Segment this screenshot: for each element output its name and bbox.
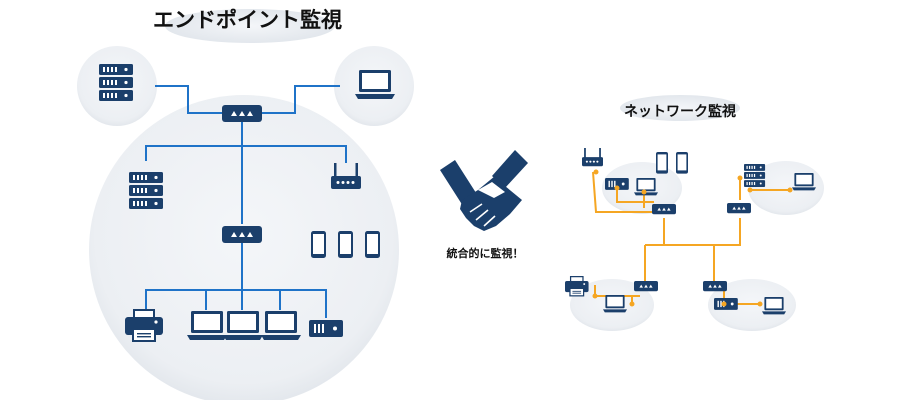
switch-icon bbox=[727, 203, 751, 214]
network-title-bubble bbox=[620, 95, 740, 121]
switch-icon bbox=[703, 281, 727, 292]
smartphone-icon bbox=[311, 231, 326, 258]
nas-icon bbox=[309, 320, 343, 337]
server-icon bbox=[99, 64, 133, 101]
laptop-icon bbox=[762, 297, 786, 315]
smartphone-icon bbox=[365, 231, 380, 258]
laptop-icon bbox=[223, 311, 263, 340]
smartphone-icon bbox=[676, 152, 688, 174]
server-icon bbox=[744, 164, 766, 187]
laptop-icon bbox=[261, 311, 301, 340]
smartphone-icon bbox=[656, 152, 668, 174]
switch-icon bbox=[652, 204, 676, 215]
endpoint-monitoring-title: エンドポイント監視 bbox=[153, 8, 342, 32]
network-section bbox=[565, 95, 824, 331]
smartphone-icon bbox=[338, 231, 353, 258]
network-node-dots bbox=[592, 169, 793, 307]
switch-icon bbox=[634, 281, 658, 292]
laptop-icon bbox=[792, 173, 816, 191]
endpoint-title-bubble bbox=[165, 9, 335, 43]
laptop-icon bbox=[603, 295, 627, 313]
server-icon bbox=[129, 172, 163, 209]
network-connection-lines bbox=[592, 171, 790, 305]
laptop-icon bbox=[187, 311, 227, 340]
endpoint-connection-lines bbox=[145, 85, 347, 318]
laptop-icon bbox=[355, 70, 395, 99]
router-icon bbox=[582, 148, 603, 167]
middle-switch-icon bbox=[222, 226, 262, 243]
endpoint-section bbox=[77, 9, 414, 400]
network-monitoring-title: ネットワーク監視 bbox=[624, 104, 736, 120]
top-switch-icon bbox=[222, 105, 262, 122]
handshake-icon bbox=[440, 150, 528, 231]
unified-monitoring-label: 統合的に監視！ bbox=[446, 247, 524, 260]
